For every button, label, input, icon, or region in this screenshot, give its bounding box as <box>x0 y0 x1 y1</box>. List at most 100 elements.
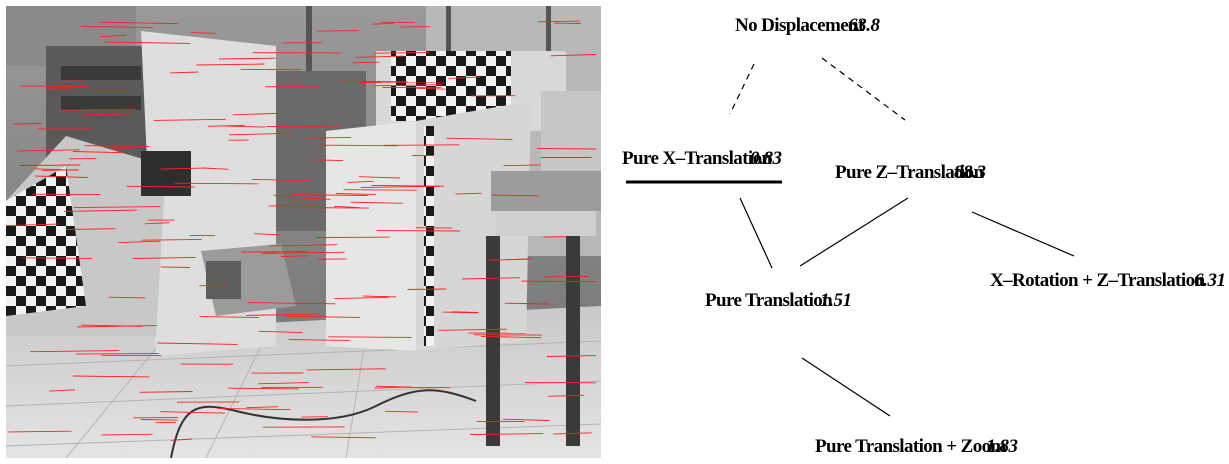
flow-line <box>73 151 124 154</box>
flow-line <box>470 433 544 435</box>
flow-line <box>252 178 310 182</box>
flow-line <box>19 164 81 166</box>
flow-line <box>446 137 513 140</box>
flow-line <box>376 230 461 232</box>
flow-line <box>333 205 361 209</box>
node-value: 1.51 <box>820 290 852 311</box>
edge-root-puretz <box>821 57 906 121</box>
flow-line <box>30 350 120 353</box>
flow-line <box>550 54 597 57</box>
flow-line <box>301 197 331 200</box>
flow-line <box>100 34 127 38</box>
flow-line <box>311 436 376 439</box>
node-label: X–Rotation + Z–Translation <box>990 270 1205 291</box>
flow-line <box>269 244 338 247</box>
optical-flow-lines <box>6 20 597 441</box>
flow-line <box>548 394 585 397</box>
flow-line <box>334 296 389 300</box>
flow-line <box>383 144 460 146</box>
scene-photo <box>6 6 601 458</box>
flow-line <box>108 296 146 299</box>
flow-line <box>416 87 446 90</box>
flow-line <box>320 144 398 147</box>
edge-puretz-puret <box>799 197 909 267</box>
flow-line <box>491 194 539 197</box>
flow-line <box>352 61 380 64</box>
flow-line <box>6 223 59 227</box>
flow-line <box>385 410 419 413</box>
flow-line <box>153 118 226 121</box>
flow-line <box>101 433 153 436</box>
flow-line <box>60 108 137 111</box>
flow-line <box>280 255 309 257</box>
flow-line <box>343 189 417 191</box>
flow-line <box>553 432 592 435</box>
motion-hypothesis-tree: No Displacement 63.8 Pure X–Translation … <box>622 15 1226 457</box>
flow-line <box>104 41 191 44</box>
flow-line <box>174 182 259 185</box>
flow-line <box>261 251 345 254</box>
flow-line <box>84 145 150 147</box>
flow-line <box>160 167 204 170</box>
flow-line <box>546 355 597 357</box>
flow-line <box>374 386 410 389</box>
flow-line <box>232 112 281 116</box>
flow-line <box>355 55 404 58</box>
flow-line <box>8 430 72 433</box>
edge-puretx-puret <box>739 197 773 269</box>
flow-line <box>257 382 309 385</box>
flow-line <box>258 330 303 334</box>
flow-line <box>63 209 137 212</box>
flow-line <box>246 406 279 409</box>
flow-line <box>118 240 161 244</box>
flow-line <box>196 63 265 66</box>
flow-line <box>72 375 150 378</box>
flow-line <box>544 275 588 278</box>
flow-line <box>312 159 344 162</box>
node-label: Pure Translation <box>705 290 833 311</box>
flow-line <box>170 71 199 74</box>
flow-line <box>502 418 550 421</box>
flow-line <box>451 311 479 313</box>
flow-line <box>537 20 581 23</box>
flow-line <box>372 22 394 25</box>
flow-line <box>160 266 191 268</box>
flow-line <box>339 80 408 83</box>
flow-line <box>266 125 342 128</box>
flow-line <box>141 238 202 241</box>
flow-line <box>462 277 520 280</box>
flow-line <box>140 419 178 421</box>
flow-line <box>488 258 530 261</box>
flow-line <box>160 411 225 414</box>
node-x-rotation-z-translation: X–Rotation + Z–Translation 6.31 <box>990 270 1226 291</box>
flow-line <box>521 280 597 283</box>
flow-line <box>228 387 299 390</box>
flow-line <box>73 206 161 209</box>
flow-line <box>448 76 481 79</box>
flow-line <box>407 288 447 290</box>
flow-line <box>328 336 412 338</box>
flow-line <box>374 84 443 87</box>
flow-line <box>202 167 229 170</box>
flow-line <box>254 251 276 254</box>
flow-line <box>191 32 216 34</box>
flow-line <box>240 251 308 253</box>
flow-line <box>481 335 542 339</box>
flow-line <box>438 328 507 331</box>
node-label: Pure Z–Translation <box>835 162 984 183</box>
flow-line <box>139 391 193 393</box>
flow-line <box>284 315 360 318</box>
flow-line <box>359 176 401 179</box>
edge-puretz-xrotz <box>971 211 1075 257</box>
node-pure-translation-zoom: Pure Translation + Zoom 1.83 <box>815 436 1018 457</box>
flow-line <box>455 192 482 195</box>
flow-line <box>306 136 351 139</box>
flow-line <box>248 302 336 305</box>
flow-line <box>400 26 430 28</box>
node-value: 0.83 <box>750 148 782 169</box>
flow-line <box>132 256 196 259</box>
node-pure-z-translation: Pure Z–Translation 88.3 <box>835 162 986 183</box>
flow-line <box>306 368 386 371</box>
flow-line <box>218 57 276 60</box>
flow-line <box>537 148 597 150</box>
